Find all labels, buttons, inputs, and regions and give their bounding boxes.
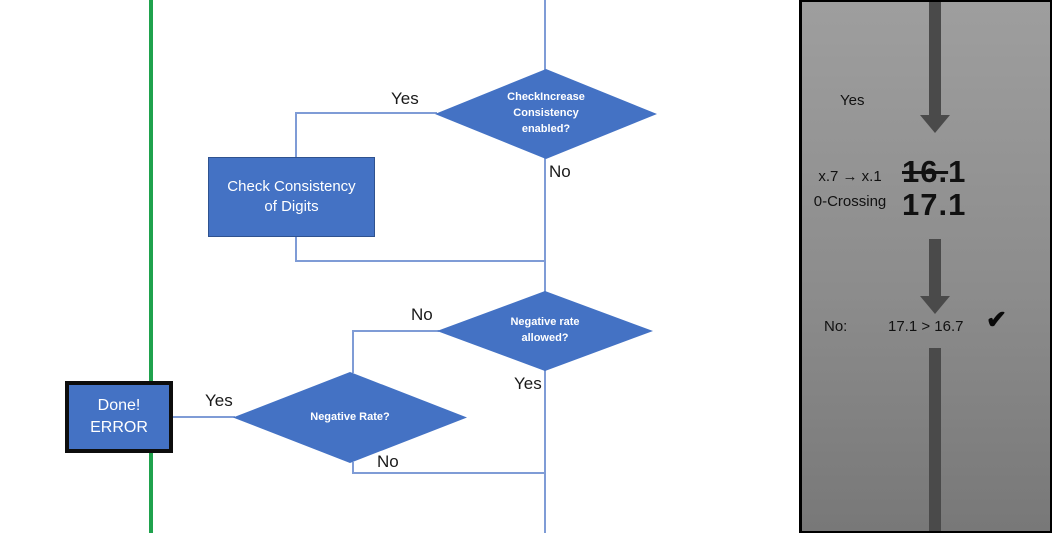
connector-rect-out-horizontal [295,260,546,262]
decision-text-line: CheckIncrease [507,91,585,104]
connector-mid-yes-vertical [544,370,546,533]
decision-negative-rate-allowed: Negative rate allowed? [437,291,653,371]
annotation-side-panel: Yes x.7 → x.1 0-Crossing 16.1 17.1 No: 1… [799,0,1052,533]
branch-label-yes: Yes [514,374,542,393]
connector-rect-out-vertical [295,237,297,262]
branch-label-yes: Yes [391,89,419,108]
connector-done-horizontal [172,416,235,418]
corrected-values: 16.1 17.1 [902,155,966,221]
decision-negative-rate: Negative Rate? [233,372,467,463]
result-comparison: 17.1 > 16.7 [888,318,964,335]
connector-bottom-no-vertical [352,462,354,474]
decision-text-line: Negative rate [510,316,580,329]
process-text-line: of Digits [264,198,319,215]
decision-text-line: enabled? [521,122,571,135]
terminal-text-line: Done! [97,396,141,414]
new-value: 17.1 [902,187,967,222]
result-no-label: No: [824,318,848,335]
connector-mid-no-vertical [352,330,354,373]
down-arrow-head-icon [920,115,950,133]
mapping-rule-text: x.7 → x.1 [818,168,882,185]
decision-text-line: Negative Rate? [310,410,390,423]
down-arrow-shaft [929,2,941,116]
connector-top-entry [544,0,546,70]
down-arrow-head-icon [920,296,950,314]
connector-no-vertical [544,158,546,292]
terminal-text-line: ERROR [90,419,148,436]
branch-label-no: No [549,162,571,181]
branch-label-yes: Yes [205,391,233,410]
old-value-rest: 1 [948,154,967,189]
decision-check-increase-consistency: CheckIncrease Consistency enabled? [435,69,657,159]
connector-yes-vertical [295,112,297,158]
connector-yes-horizontal [295,112,437,114]
panel-yes-label: Yes [840,92,865,109]
old-value-struck: 16. [902,154,949,189]
zero-crossing-note: x.7 → x.1 0-Crossing [804,164,896,214]
check-mark-icon: ✔ [986,306,1007,334]
decision-text-line: allowed? [521,332,569,344]
down-arrow-shaft [929,239,941,297]
process-text-line: Check Consistency [227,177,356,195]
process-check-consistency-of-digits: Check Consistency of Digits [208,157,375,237]
branch-label-no: No [411,305,433,324]
connector-bottom-no-horizontal [352,472,546,474]
terminal-done-error: Done! ERROR [65,381,173,453]
green-timeline-line [149,0,153,533]
zero-crossing-label: 0-Crossing [813,193,887,210]
connector-mid-no-horizontal [352,330,439,332]
branch-label-no: No [377,452,399,471]
down-arrow-shaft [929,348,941,531]
decision-text-line: Consistency [513,107,579,120]
